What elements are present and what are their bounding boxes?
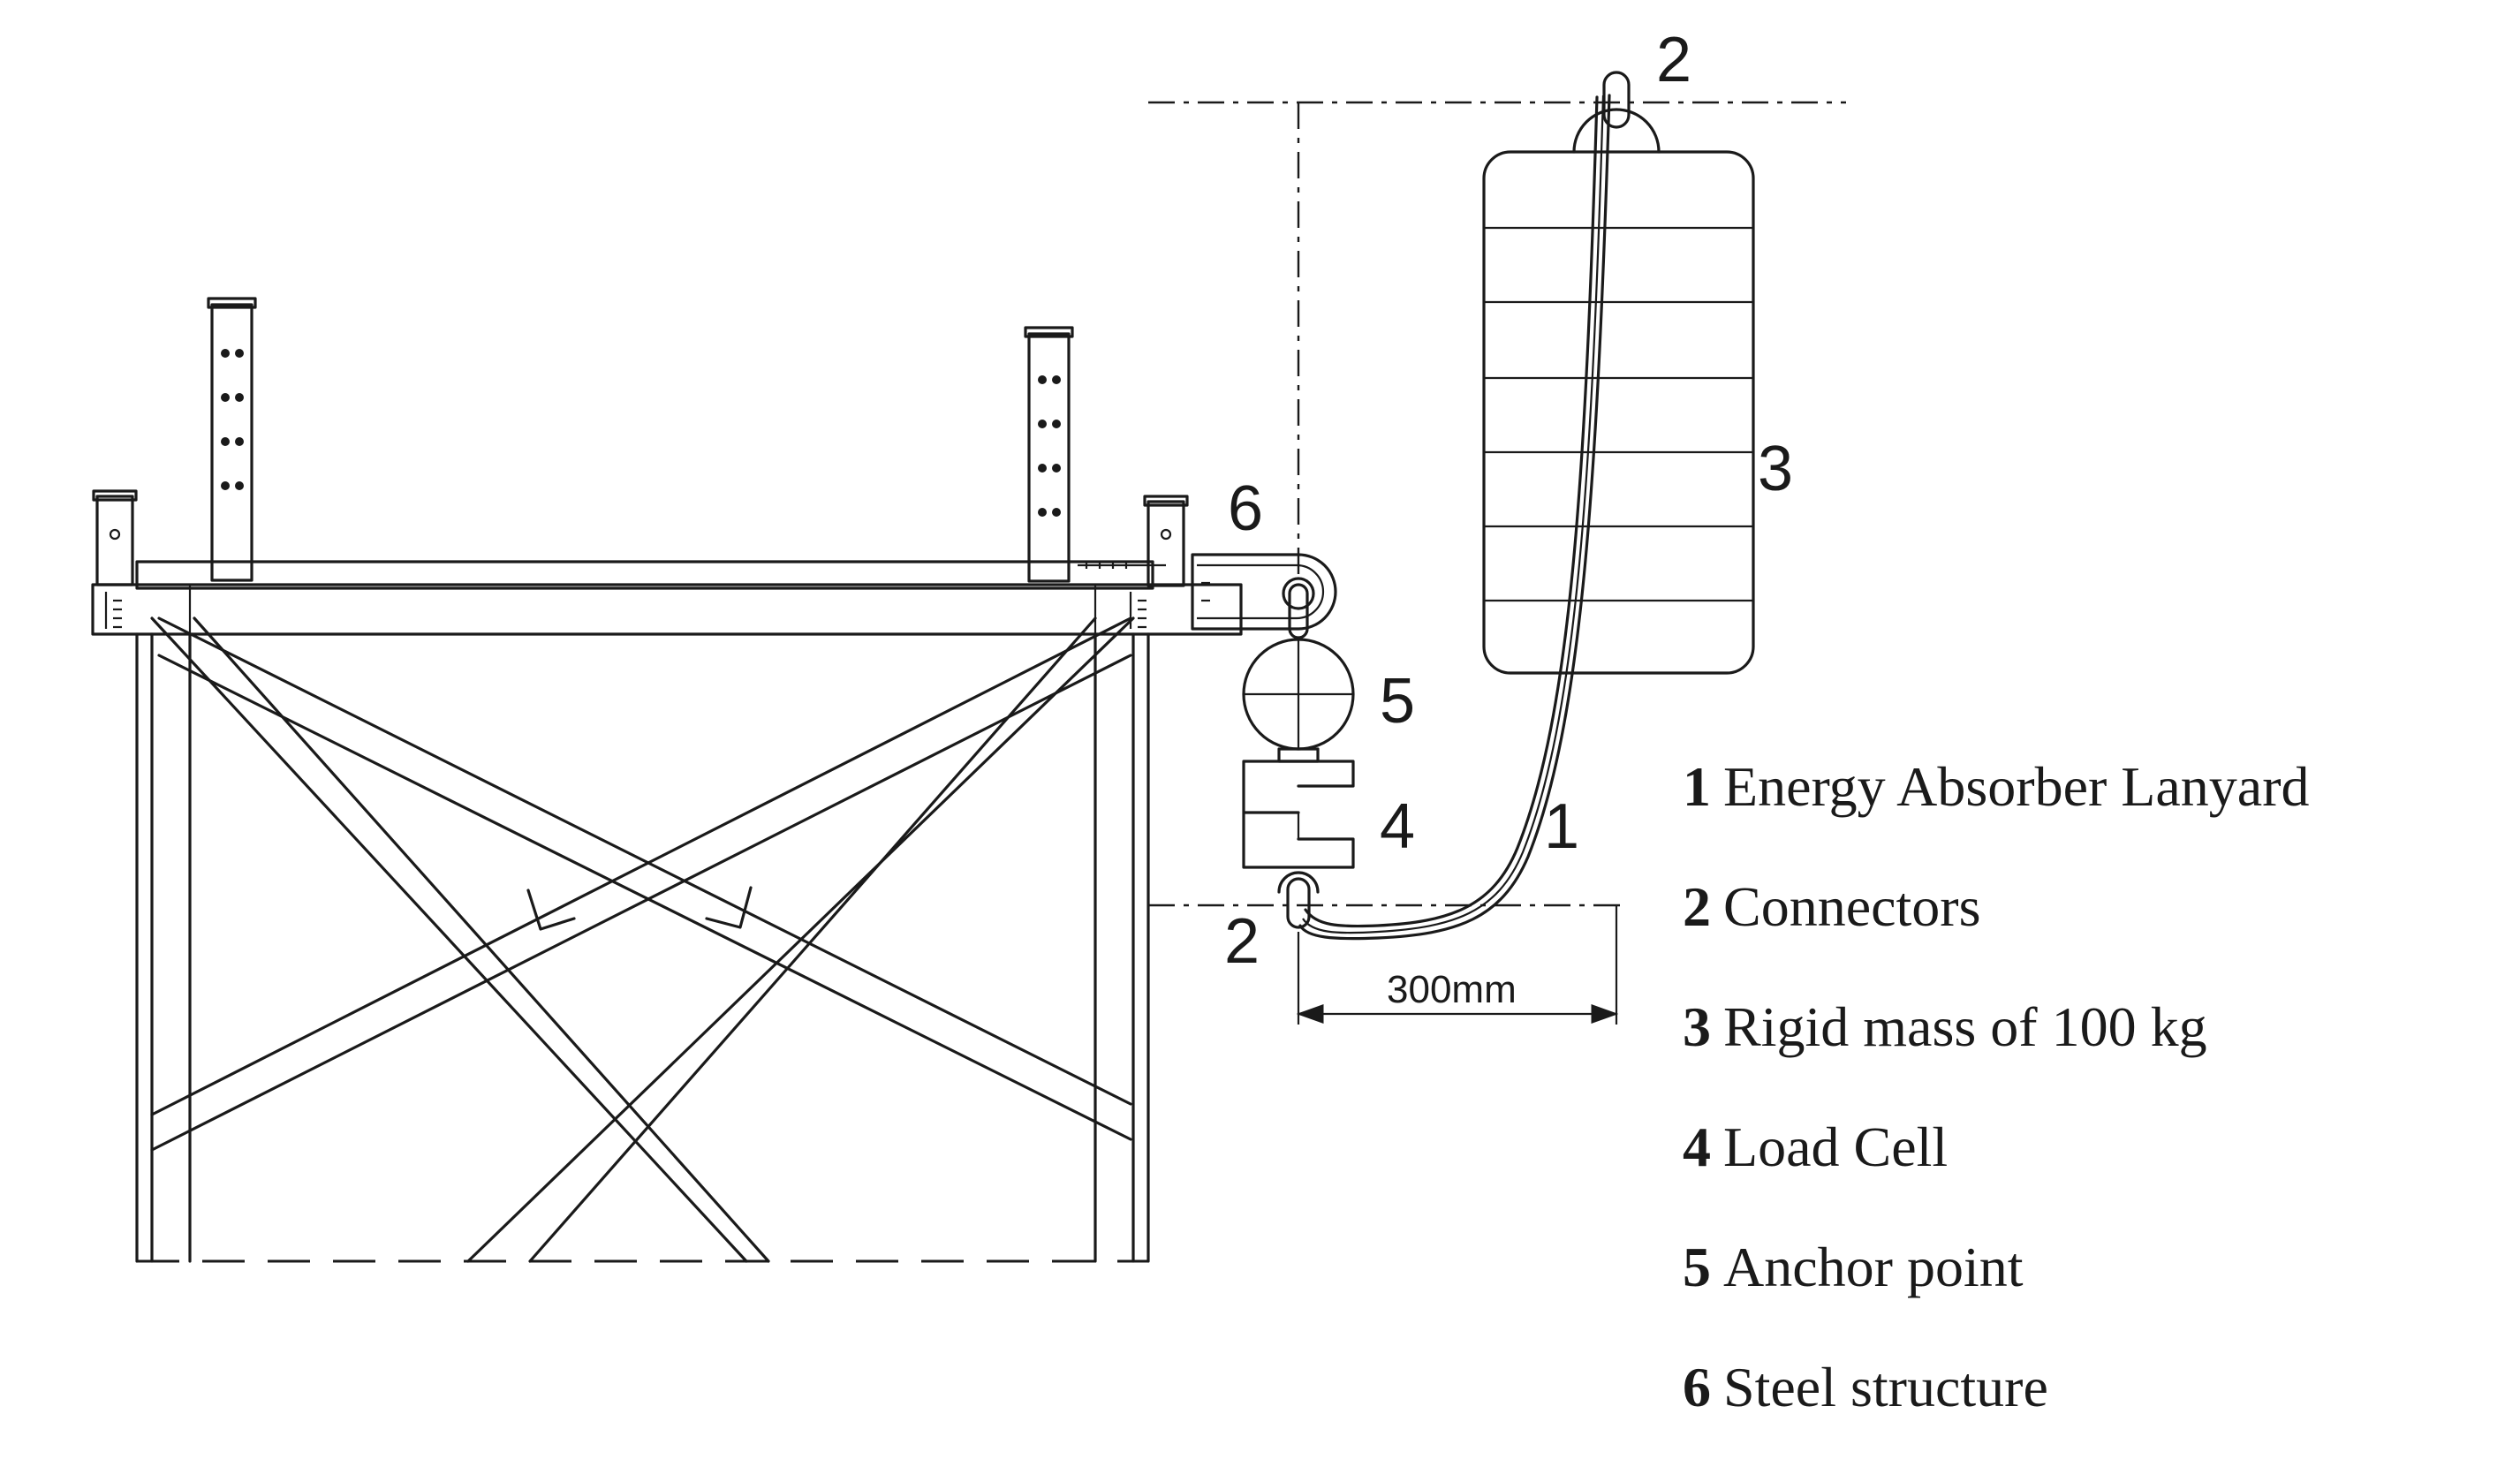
post-left-tall: [207, 297, 257, 582]
beam-scale-left: [104, 592, 122, 629]
reference-lines: [1148, 101, 1846, 1025]
post-right-tall: [1024, 326, 1074, 583]
connector-bottom: [1277, 871, 1320, 929]
callout-load-cell: 4: [1380, 791, 1415, 862]
steel-structure-frame: [91, 560, 1243, 1263]
legend-label: Energy Absorber Lanyard: [1723, 755, 2310, 818]
callout-lanyard: 1: [1544, 791, 1579, 862]
legend-number: 1: [1683, 755, 1711, 818]
legend-number: 2: [1683, 875, 1711, 938]
legend-number: 3: [1683, 995, 1711, 1058]
anchor-bracket: [1191, 553, 1337, 631]
callout-connector-top: 2: [1656, 25, 1691, 95]
callout-anchor-point: 5: [1380, 666, 1415, 737]
callout-rigid-mass: 3: [1758, 434, 1793, 504]
legend-label: Load Cell: [1723, 1115, 1949, 1178]
callout-steel-structure: 6: [1228, 473, 1263, 544]
legend-label: Rigid mass of 100 kg: [1723, 995, 2207, 1058]
legend-number: 6: [1683, 1356, 1711, 1418]
energy-absorber-lanyard: [1298, 94, 1611, 941]
post-left-short: [92, 489, 138, 586]
post-right-short: [1143, 495, 1189, 587]
dimension-label: 300mm: [1387, 968, 1517, 1011]
legend-label: Steel structure: [1723, 1356, 2048, 1418]
legend-label: Anchor point: [1723, 1236, 2024, 1298]
rigid-mass: [1482, 150, 1755, 675]
load-cell: [1242, 747, 1355, 869]
callout-connector-bottom: 2: [1224, 906, 1260, 977]
legend-number: 5: [1683, 1236, 1711, 1298]
legend-label: Connectors: [1723, 875, 1981, 938]
legend-number: 4: [1683, 1115, 1711, 1178]
beam-scale-right: [1078, 562, 1166, 629]
anchor-point-ring: [1242, 638, 1355, 751]
connector-top: [1572, 71, 1661, 154]
